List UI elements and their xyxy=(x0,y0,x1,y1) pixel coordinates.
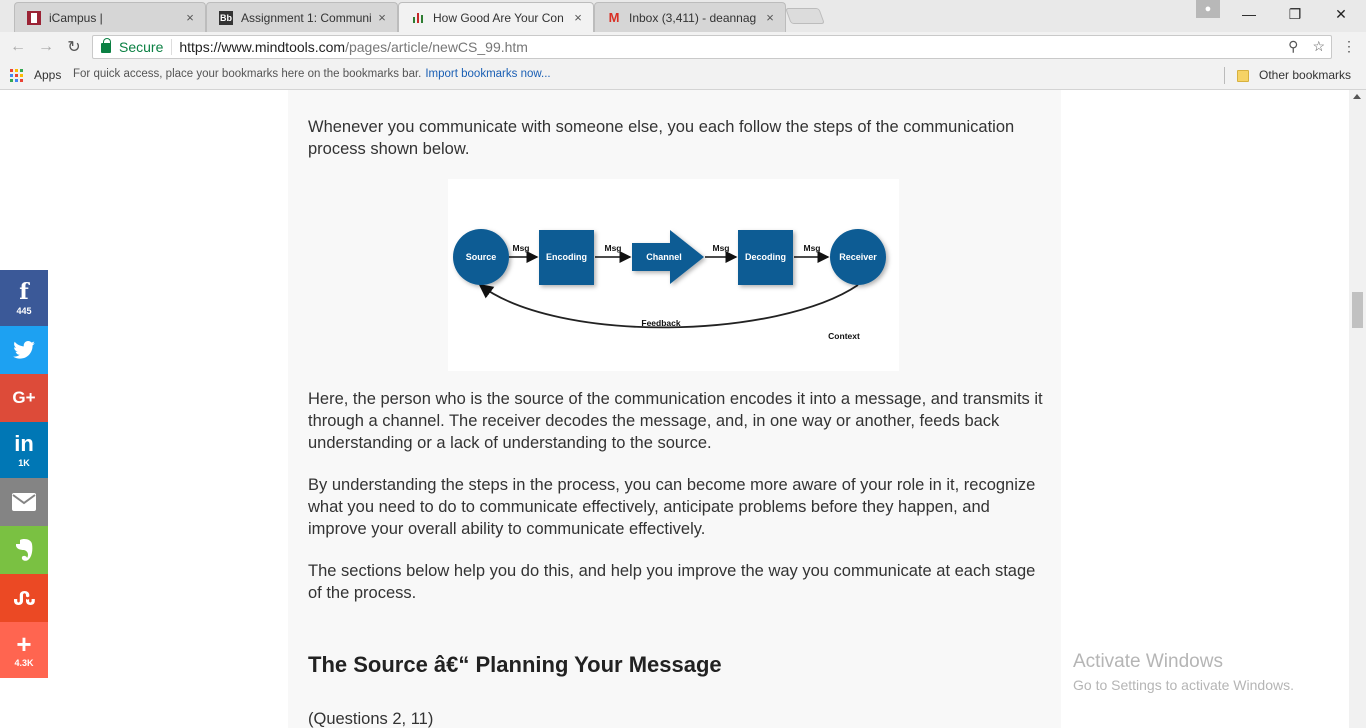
reload-icon[interactable]: ↻ xyxy=(67,39,81,56)
linkedin-icon: in xyxy=(14,430,34,456)
encoding-node xyxy=(539,230,594,285)
edge-label: Msg xyxy=(513,243,530,253)
tab-title: Inbox (3,411) - deannag xyxy=(629,10,757,25)
close-icon[interactable]: × xyxy=(186,10,194,25)
activate-windows-subtitle: Go to Settings to activate Windows. xyxy=(1073,677,1294,693)
new-tab-button[interactable] xyxy=(785,8,825,24)
stumbleupon-icon xyxy=(14,591,35,605)
address-bar[interactable]: Secure https://www.mindtools.com/pages/a… xyxy=(92,35,1332,59)
edge-label: Msg xyxy=(804,243,821,253)
more-share-button[interactable]: + 4.3K xyxy=(0,622,48,678)
tab-strip: iCampus | × Bb Assignment 1: Communi × H… xyxy=(0,0,1366,32)
page-viewport: Whenever you communicate with someone el… xyxy=(0,90,1349,728)
decoding-node xyxy=(738,230,793,285)
tab-title: Assignment 1: Communi xyxy=(241,10,372,25)
google-plus-share-button[interactable]: G+ xyxy=(0,374,48,422)
diagram-svg: Source Encoding Channel Decoding Receive… xyxy=(453,229,886,341)
stumbleupon-share-button[interactable] xyxy=(0,574,48,622)
tab-gmail[interactable]: M Inbox (3,411) - deannag × xyxy=(594,2,786,32)
secure-label: Secure xyxy=(119,39,164,55)
node-label: Receiver xyxy=(839,252,877,262)
node-label: Decoding xyxy=(745,252,786,262)
email-icon xyxy=(12,493,36,511)
receiver-node xyxy=(830,229,886,285)
facebook-icon: f xyxy=(19,278,29,305)
restore-button[interactable]: ❐ xyxy=(1288,5,1302,22)
url-host: https://www.mindtools.com xyxy=(179,39,346,55)
feedback-label: Feedback xyxy=(641,318,680,328)
communication-process-diagram: Source Encoding Channel Decoding Receive… xyxy=(448,179,899,371)
evernote-share-button[interactable] xyxy=(0,526,48,574)
share-count: 1K xyxy=(18,457,30,468)
node-label: Channel xyxy=(646,252,682,262)
profile-icon[interactable]: ● xyxy=(1196,0,1220,18)
browser-toolbar: ← → ↻ Secure https://www.mindtools.com/p… xyxy=(0,32,1366,62)
tab-mindtools[interactable]: How Good Are Your Con × xyxy=(398,2,594,32)
email-share-button[interactable] xyxy=(0,478,48,526)
forward-icon[interactable]: → xyxy=(38,38,54,55)
close-icon[interactable]: × xyxy=(766,10,774,25)
close-icon[interactable]: × xyxy=(574,10,582,25)
icampus-icon xyxy=(27,10,41,25)
tab-title: How Good Are Your Con xyxy=(433,10,564,25)
twitter-icon xyxy=(13,341,35,359)
other-bookmarks[interactable]: Other bookmarks xyxy=(1259,68,1352,82)
section-heading: The Source â€“ Planning Your Message xyxy=(308,652,722,677)
questions-reference: (Questions 2, 11) xyxy=(308,710,434,728)
scroll-up-icon[interactable] xyxy=(1353,94,1361,99)
edge-label: Msg xyxy=(605,243,622,253)
share-count: 445 xyxy=(16,305,32,316)
blackboard-icon: Bb xyxy=(219,10,233,25)
context-label: Context xyxy=(828,331,860,341)
folder-icon xyxy=(1237,70,1249,82)
tab-icampus[interactable]: iCampus | × xyxy=(14,2,206,32)
apps-label[interactable]: Apps xyxy=(34,68,62,82)
activate-windows-title: Activate Windows xyxy=(1073,651,1223,672)
apps-icon[interactable] xyxy=(10,69,23,82)
feedback-arrow xyxy=(478,283,859,329)
linkedin-share-button[interactable]: in 1K xyxy=(0,422,48,478)
close-icon[interactable]: × xyxy=(378,10,386,25)
plus-icon: + xyxy=(16,628,32,659)
key-icon[interactable]: ⚲ xyxy=(1288,38,1299,54)
vertical-scrollbar[interactable] xyxy=(1349,90,1366,728)
twitter-share-button[interactable] xyxy=(0,326,48,374)
paragraph: By understanding the steps in the proces… xyxy=(308,476,1036,538)
divider xyxy=(1224,67,1225,84)
paragraph: Here, the person who is the source of th… xyxy=(308,390,1043,452)
paragraph: The sections below help you do this, and… xyxy=(308,562,1036,602)
facebook-share-button[interactable]: f 445 xyxy=(0,270,48,326)
close-window-button[interactable]: ✕ xyxy=(1335,5,1347,22)
gmail-icon: M xyxy=(608,10,620,25)
edge-label: Msg xyxy=(713,243,730,253)
import-bookmarks-link[interactable]: Import bookmarks now... xyxy=(425,68,551,80)
share-count: 4.3K xyxy=(14,657,34,668)
url-path: /pages/article/newCS_99.htm xyxy=(345,39,528,55)
source-node xyxy=(453,229,509,285)
lock-icon xyxy=(101,38,111,53)
bookmarks-hint-text: For quick access, place your bookmarks h… xyxy=(73,68,422,80)
mindtools-icon xyxy=(411,11,425,25)
google-plus-icon: G+ xyxy=(12,388,36,407)
intro-paragraph: Whenever you communicate with someone el… xyxy=(308,118,1015,158)
star-icon[interactable]: ☆ xyxy=(1312,38,1325,54)
channel-node xyxy=(632,230,704,284)
bookmarks-hint: For quick access, place your bookmarks h… xyxy=(73,68,551,80)
node-label: Source xyxy=(466,252,497,262)
node-label: Encoding xyxy=(546,252,587,262)
article-column: Whenever you communicate with someone el… xyxy=(288,90,1061,728)
secure-indicator[interactable]: Secure xyxy=(93,38,173,55)
tab-title: iCampus | xyxy=(49,10,103,25)
bookmarks-bar: Apps For quick access, place your bookma… xyxy=(0,62,1366,90)
tab-assignment[interactable]: Bb Assignment 1: Communi × xyxy=(206,2,398,32)
evernote-icon xyxy=(16,539,33,561)
minimize-button[interactable]: — xyxy=(1242,6,1256,22)
menu-icon[interactable]: ⋮ xyxy=(1342,38,1356,54)
back-icon[interactable]: ← xyxy=(10,38,26,55)
url-text[interactable]: https://www.mindtools.com/pages/article/… xyxy=(172,39,528,55)
scroll-thumb[interactable] xyxy=(1352,292,1363,328)
